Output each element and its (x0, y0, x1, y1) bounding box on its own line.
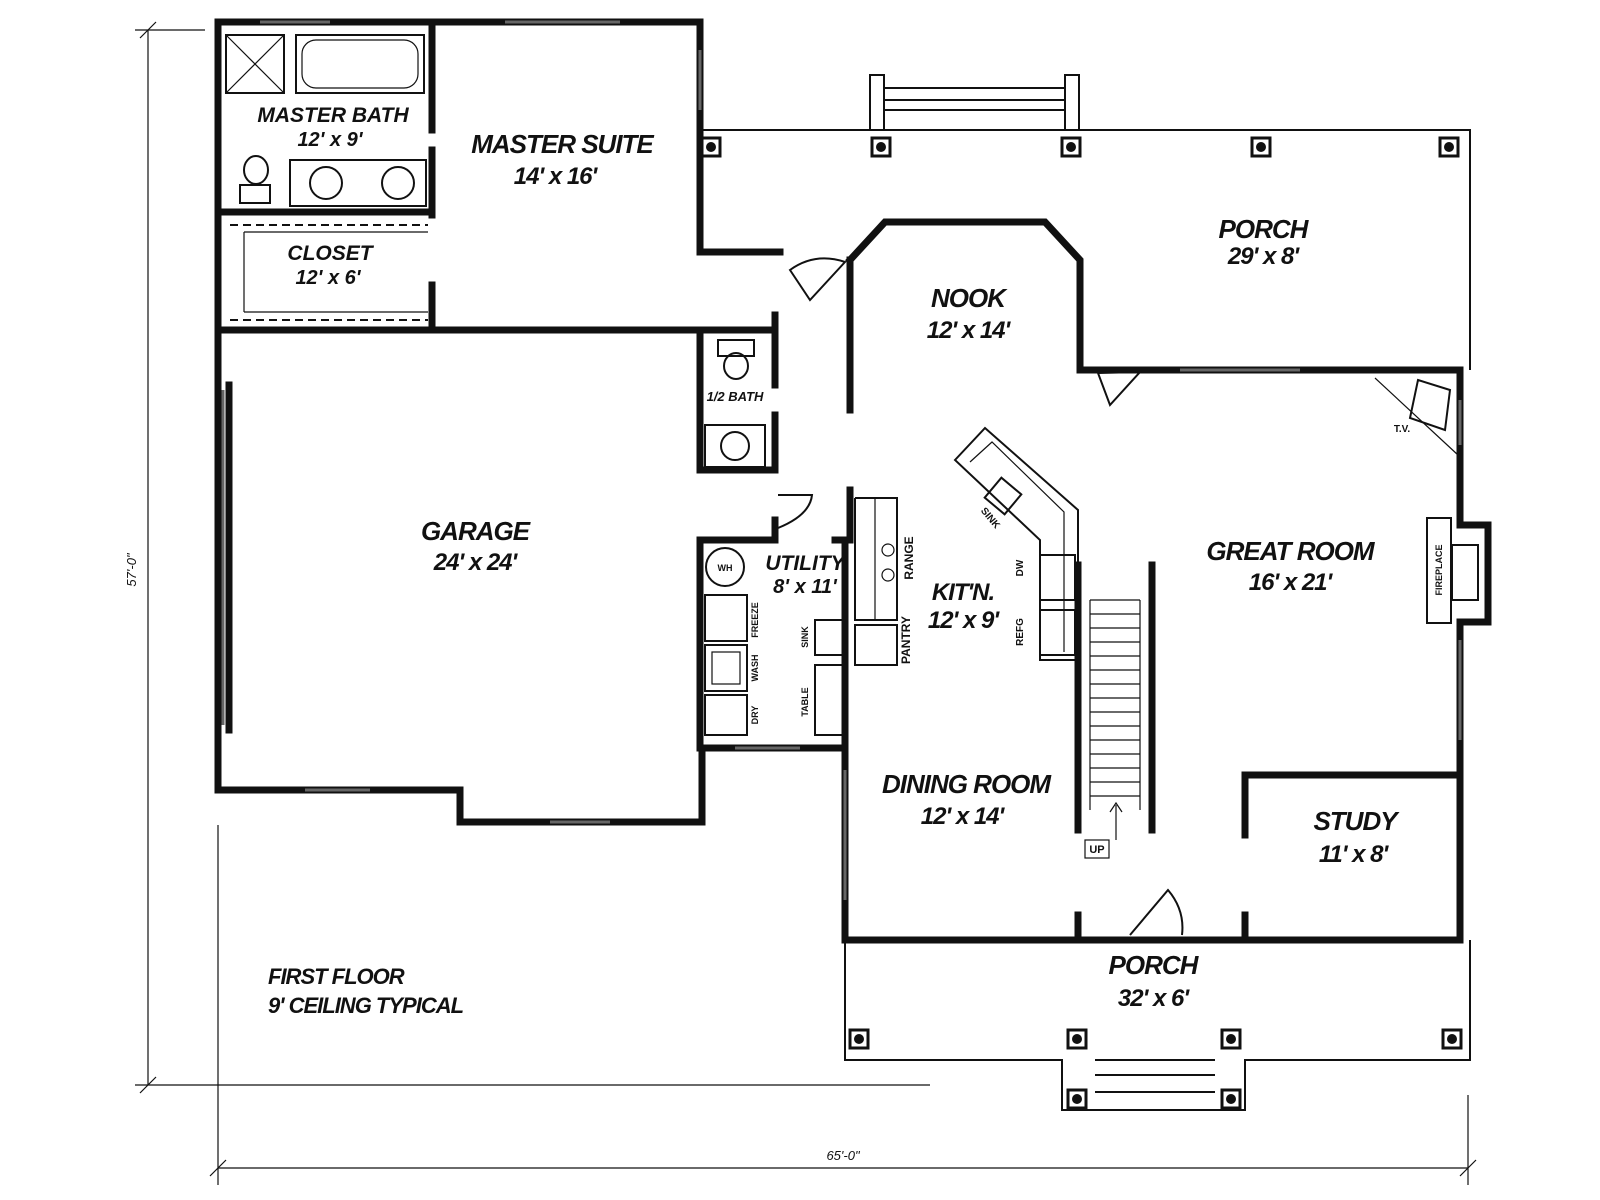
garage-size: 24' x 24' (433, 549, 519, 576)
floor-note-line1: FIRST FLOOR (268, 964, 405, 989)
great-room-label: GREAT ROOM (1206, 536, 1376, 566)
refrigerator-label: REFG (1015, 618, 1026, 646)
utility-label: UTILITY (765, 552, 846, 575)
nook-size: 12' x 14' (927, 317, 1012, 344)
master-suite-size: 14' x 16' (514, 163, 599, 190)
table-label: TABLE (800, 687, 810, 716)
kitchen-size: 12' x 9' (928, 607, 1000, 634)
front-porch-label: PORCH (1109, 950, 1200, 980)
half-bath-fixtures (704, 339, 766, 468)
rear-porch-size: 29' x 8' (1227, 243, 1300, 270)
dryer-label: DRY (750, 706, 760, 725)
half-bath-label: 1/2 BATH (707, 389, 764, 404)
stairs (1084, 599, 1141, 859)
freezer-label: FREEZE (750, 602, 760, 638)
master-bath-fixtures (225, 34, 427, 207)
utility-sink-label: SINK (800, 626, 810, 648)
kitchen-label: KIT'N. (932, 579, 994, 606)
nook-label: NOOK (931, 283, 1008, 313)
doors (699, 257, 1184, 936)
rear-porch (700, 74, 1471, 370)
utility-size: 8' x 11' (773, 576, 838, 598)
great-room-fixtures (1374, 377, 1479, 624)
floor-note-line2: 9' CEILING TYPICAL (268, 993, 464, 1018)
closet-size: 12' x 6' (295, 267, 361, 289)
windows (221, 20, 1462, 900)
dining-room-size: 12' x 14' (921, 803, 1006, 830)
master-bath-size: 12' x 9' (297, 129, 363, 151)
dishwasher-label: DW (1015, 559, 1026, 576)
washer-label: WASH (750, 655, 760, 682)
dimension-lines (135, 21, 1477, 1185)
pantry-label: PANTRY (899, 616, 913, 664)
fireplace-label: FIREPLACE (1434, 544, 1444, 595)
master-suite-label: MASTER SUITE (471, 129, 654, 159)
closet-label: CLOSET (287, 242, 374, 265)
study-label: STUDY (1313, 806, 1400, 836)
closet-fixtures (230, 224, 428, 321)
stairs-up-label: UP (1089, 844, 1104, 856)
front-porch (844, 940, 1471, 1111)
depth-dimension-label: 57'-0" (124, 552, 139, 587)
study-size: 11' x 8' (1319, 841, 1390, 868)
front-porch-size: 32' x 6' (1118, 985, 1190, 1012)
utility-fixtures (704, 547, 846, 736)
tv-label: T.V. (1394, 424, 1411, 435)
water-heater-label: WH (718, 563, 733, 573)
rear-porch-label: PORCH (1219, 214, 1310, 244)
kitchen-fixtures (854, 426, 1079, 666)
range-label: RANGE (902, 536, 916, 579)
dining-room-label: DINING ROOM (882, 769, 1052, 799)
garage-label: GARAGE (421, 516, 531, 546)
great-room-size: 16' x 21' (1249, 569, 1334, 596)
master-bath-label: MASTER BATH (257, 104, 409, 127)
width-dimension-label: 65'-0" (826, 1148, 861, 1163)
